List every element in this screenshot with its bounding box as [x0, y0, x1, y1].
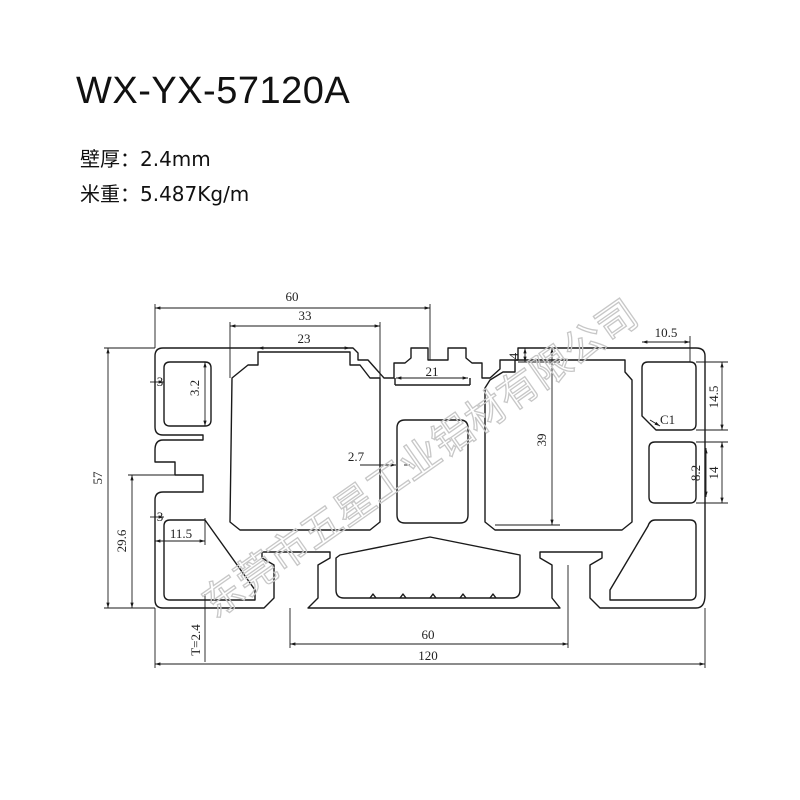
product-title: WX-YX-57120A [76, 70, 351, 112]
dimension-labels: 60 33 23 21 4 10.5 14.5 C1 8.2 14 57 3 3… [90, 289, 721, 663]
label-14: 14 [706, 466, 721, 480]
weight-label: 米重： [80, 182, 140, 206]
chamber-right-upper [641, 361, 697, 431]
wall-thickness-label: 壁厚： [80, 147, 140, 171]
chamber-center [396, 419, 469, 524]
chamber-bottom-center [335, 536, 521, 599]
label-10-5: 10.5 [655, 325, 678, 340]
weight-value: 5.487Kg/m [140, 182, 250, 206]
label-thickness: T=2.4 [188, 624, 203, 656]
label-bottom-120: 120 [418, 648, 438, 663]
top-slot-inner [394, 378, 471, 386]
dimension-lines [104, 304, 728, 668]
label-3-2: 3.2 [187, 380, 202, 396]
label-8-2: 8.2 [688, 465, 703, 481]
label-21: 21 [426, 364, 439, 379]
label-57: 57 [90, 471, 105, 485]
label-33: 33 [299, 308, 312, 323]
label-3-bottom: 3 [157, 509, 164, 524]
chamber-right-middle [648, 441, 697, 504]
chamber-right-lower [609, 519, 697, 601]
c1-leader [649, 419, 661, 427]
wall-thickness-value: 2.4mm [140, 147, 211, 171]
label-4: 4 [506, 352, 521, 359]
label-23: 23 [298, 331, 311, 346]
label-2-7: 2.7 [348, 449, 365, 464]
label-29-6: 29.6 [114, 529, 129, 552]
label-top-60: 60 [286, 289, 299, 304]
outer-contour [154, 347, 706, 609]
label-11-5: 11.5 [170, 526, 192, 541]
chamber-bottom-notches [369, 593, 497, 599]
label-bottom-60: 60 [422, 627, 435, 642]
weight-per-meter-spec: 米重：5.487Kg/m [80, 178, 249, 207]
label-14-5: 14.5 [706, 386, 721, 409]
label-39: 39 [534, 434, 549, 447]
label-3-top: 3 [157, 374, 164, 389]
chamber-left-lower [163, 519, 256, 601]
wall-thickness-spec: 壁厚：2.4mm [80, 143, 211, 172]
chamber-large-left [229, 351, 381, 531]
chamber-large-right [484, 359, 633, 531]
company-watermark: 东莞市五星工业铝材有限公司 [194, 291, 646, 627]
label-c1: C1 [660, 412, 675, 427]
